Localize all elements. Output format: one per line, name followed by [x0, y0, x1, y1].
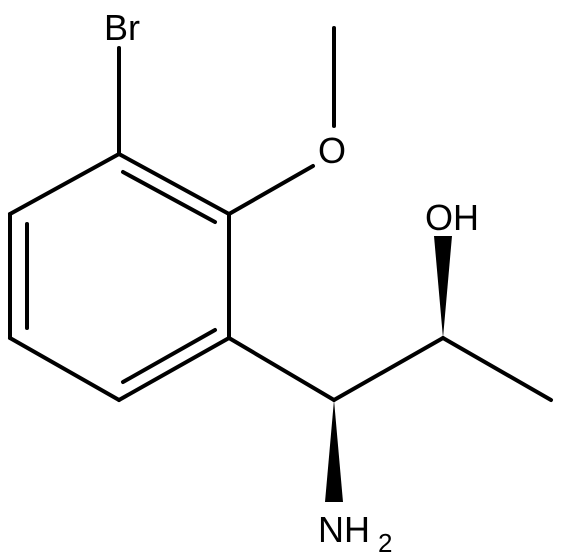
ring-bond-c6-c1	[8, 152, 121, 216]
ring-bond-c4-c5	[8, 336, 121, 402]
bond-c2-o	[227, 164, 315, 216]
bond-calpha-cbeta	[332, 336, 445, 402]
ring-double-bond-inner-c1-c2	[121, 170, 217, 224]
ring-double-bond-inner-c3-c4	[121, 328, 217, 384]
wedge-bond-calpha-nh2	[325, 400, 343, 502]
atom-label-nh2-subscript: 2	[378, 528, 392, 558]
atom-label-oh: OH	[425, 197, 479, 238]
wedge-bond-cbeta-oh	[434, 236, 452, 338]
bond-c3-calpha	[227, 336, 336, 402]
bond-cbeta-methyl	[441, 336, 553, 402]
ring-bond-c3-c4	[117, 336, 231, 402]
ring-bond-c1-c2	[117, 152, 231, 216]
atom-label-br: Br	[104, 7, 140, 48]
atom-label-methoxy-o: O	[318, 130, 346, 171]
atom-label-nh2: NH	[318, 509, 370, 550]
